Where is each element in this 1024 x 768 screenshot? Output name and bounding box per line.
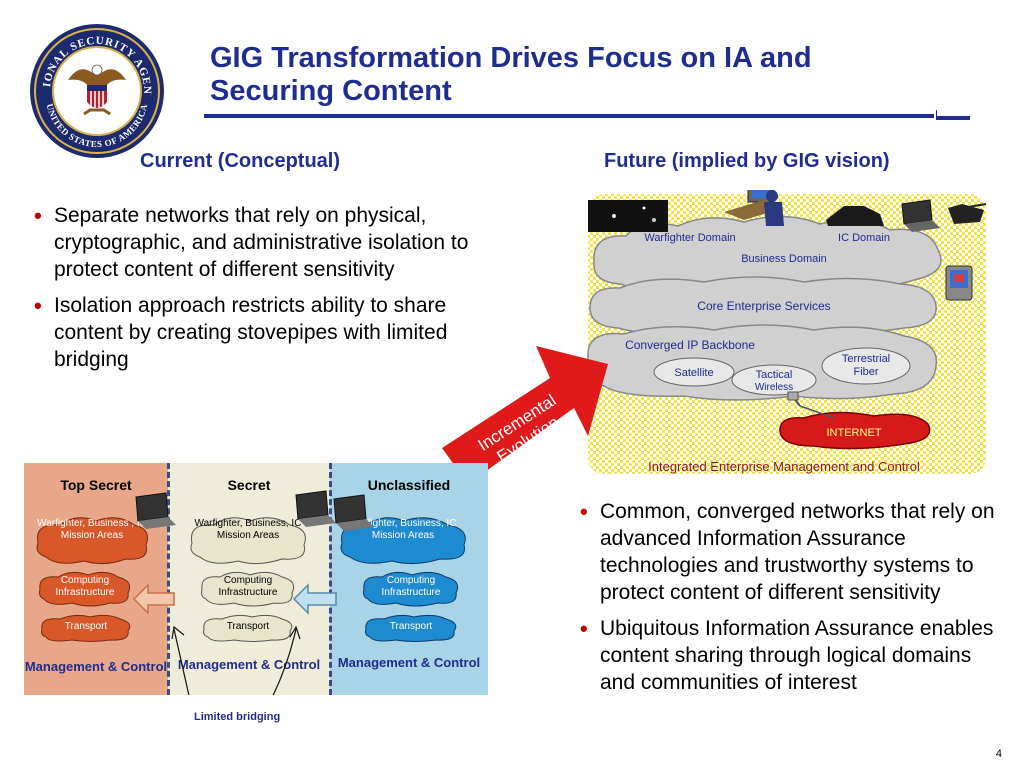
mission-areas-label: Warfighter, Business, IC Mission Areas (349, 518, 457, 541)
fiber-label: Fiber (853, 366, 878, 378)
tactical-cloud (731, 364, 817, 396)
vehicle-icon (826, 206, 884, 226)
workstation-person-icon (724, 190, 784, 226)
current-stovepipe-diagram: Top Secret Warfighter, Business , IC Mis… (24, 463, 488, 695)
secret-unclassified-divider (329, 463, 332, 695)
satellite-image-icon (588, 200, 668, 232)
transport-cloud (203, 614, 293, 642)
transport-cloud (365, 614, 457, 642)
integrated-management-label: Integrated Enterprise Management and Con… (648, 459, 920, 474)
future-heading: Future (implied by GIG vision) (604, 150, 890, 172)
page-title: GIG Transformation Drives Focus on IA an… (210, 42, 990, 108)
bullet-marker-icon: • (34, 293, 42, 318)
transport-label: Transport (389, 621, 433, 632)
laptop-icon (135, 492, 176, 529)
mission-areas-label: Warfighter, Business, IC Mission Areas (194, 518, 302, 541)
transport-label: Transport (64, 621, 108, 632)
laptop-icon (333, 494, 374, 531)
transport-label: Transport (226, 621, 270, 632)
backbone-label: Converged IP Backbone (625, 338, 755, 352)
title-line-1: GIG Transformation Drives Focus on IA an… (210, 42, 812, 74)
laptop-icon (901, 199, 940, 232)
computing-cloud (39, 571, 131, 607)
pda-icon (945, 265, 973, 301)
computing-label: Computing Infrastructure (55, 575, 115, 598)
panel-title: Top Secret (60, 477, 132, 493)
business-domain-label: Business Domain (741, 253, 827, 265)
laptop-icon (295, 490, 336, 527)
title-rule (204, 114, 934, 118)
panel-title: Unclassified (367, 477, 451, 493)
wireless-label: Wireless (755, 382, 793, 393)
computing-cloud (363, 571, 459, 607)
terrestrial-label: Terrestrial (842, 353, 890, 365)
bullet-marker-icon: • (580, 499, 588, 524)
transport-cloud (41, 614, 131, 642)
mission-areas-cloud (190, 517, 306, 565)
computing-cloud (201, 571, 295, 607)
current-heading: Current (Conceptual) (140, 150, 340, 172)
ts-secret-divider (167, 463, 170, 695)
bullet-marker-icon: • (34, 203, 42, 228)
title-line-2: Securing Content (210, 75, 452, 107)
mission-areas-label: Warfighter, Business , IC Mission Areas (37, 518, 147, 541)
connector-line (799, 405, 835, 419)
title-rule-box (936, 110, 970, 120)
bridge-arrow-right (292, 583, 337, 615)
warfighter-domain-label: Warfighter Domain (644, 232, 735, 244)
core-services-label: Core Enterprise Services (697, 299, 830, 313)
current-diagram-overlay (132, 490, 374, 695)
bridging-pointer-right (272, 628, 297, 695)
internet-cloud (779, 411, 931, 450)
future-network-diagram: Warfighter Domain Business Domain IC Dom… (587, 190, 987, 474)
satellite-label: Satellite (674, 367, 713, 379)
incremental-evolution-arrow: Incremental Evolution (442, 346, 608, 484)
current-bullet-list: •Separate networks that rely on physical… (34, 202, 484, 382)
bridge-arrow-left (132, 583, 175, 615)
future-bullet-2: •Ubiquitous Information Assurance enable… (580, 616, 994, 694)
current-bullet-1: •Separate networks that rely on physical… (34, 203, 469, 281)
soldier-icon (948, 203, 987, 224)
tactical-label: Tactical (756, 369, 793, 381)
limited-bridging-label: Limited bridging (194, 711, 281, 723)
terrestrial-cloud (821, 347, 911, 385)
management-label: Management & Control (337, 655, 481, 670)
internet-label: INTERNET (827, 427, 882, 439)
current-bullet-2: •Isolation approach restricts ability to… (34, 293, 448, 371)
eagle-icon (68, 64, 126, 116)
page-number: 4 (995, 748, 1002, 760)
nsa-seal-logo: NATIONAL SECURITY AGENCY UNITED STATES O… (28, 22, 164, 158)
computing-label: Computing Infrastructure (218, 575, 278, 598)
management-label: Management & Control (24, 659, 168, 674)
mission-areas-cloud (340, 517, 466, 565)
bullet-marker-icon: • (580, 616, 588, 641)
router-icon (787, 391, 799, 401)
future-bullet-list: •Common, converged networks that rely on… (580, 498, 1010, 705)
computing-label: Computing Infrastructure (381, 575, 441, 598)
panel-title: Secret (227, 477, 271, 493)
ic-domain-label: IC Domain (838, 232, 890, 244)
mission-areas-cloud (36, 517, 148, 565)
arrow-shape (442, 346, 608, 484)
future-bullet-1: •Common, converged networks that rely on… (580, 499, 995, 604)
bridging-pointer-left (173, 628, 190, 695)
satellite-cloud (653, 357, 735, 387)
